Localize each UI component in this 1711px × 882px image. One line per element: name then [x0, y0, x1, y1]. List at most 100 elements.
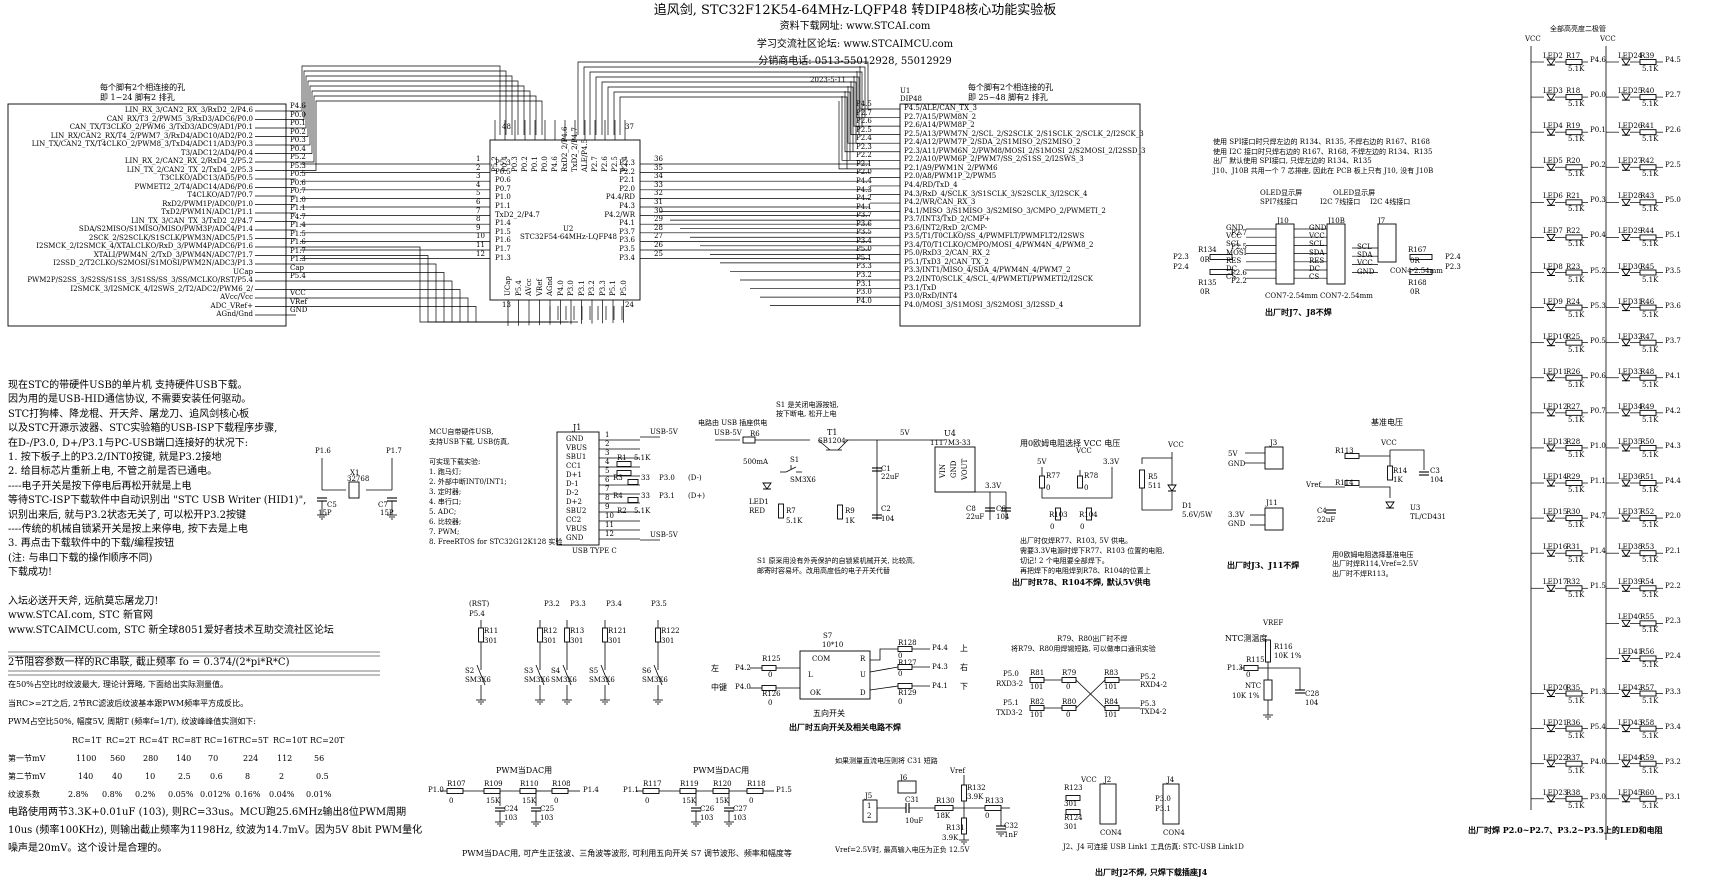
usb-note-line: 入坛必送开天斧, 远航莫忘屠龙刀! — [8, 596, 159, 607]
diode-symbol — [1546, 479, 1556, 487]
i2c-pin: SCL — [1309, 240, 1324, 249]
ic-right-num: 29 — [654, 215, 663, 224]
reg-pin: GND — [950, 460, 958, 478]
net-label: 5V — [900, 429, 910, 437]
net-label: USB-5V — [650, 531, 678, 539]
reg-pin: VIN — [939, 464, 947, 478]
ref: C27 — [733, 805, 748, 813]
rc-cell: 0.2% — [135, 790, 156, 799]
left-pin-label: AGnd/Gnd — [216, 310, 253, 318]
oled-bold: 出厂时J7、J8不焊 — [1265, 307, 1332, 317]
wire — [476, 664, 486, 686]
value: 103 — [504, 814, 518, 822]
net-label: GND — [1228, 520, 1246, 528]
value: 3.9K — [942, 834, 959, 842]
net-label: P2.6 — [1231, 269, 1247, 277]
value: 10uF — [905, 817, 924, 825]
right-pin-label: P2.4/A12/PWM7P_2/SDA_2/S1MISO_2/S2MISO_2 — [904, 138, 1081, 147]
ref: C7 — [378, 501, 388, 509]
right-net-label: P2.1 — [856, 159, 872, 168]
wire — [850, 81, 870, 135]
led-net: P5.4 — [1590, 722, 1606, 731]
res-value: 5.1K — [1642, 170, 1659, 179]
res-ref: R50 — [1640, 437, 1655, 446]
right-pin-label: P5.1/TxD3_2/CAN_TX_2 — [904, 257, 989, 266]
wire — [870, 648, 898, 661]
led-ref: LED38 — [1618, 543, 1643, 552]
led-net: P5.0 — [1665, 196, 1681, 205]
rc-line4: 电路使用两节3.3K+0.01uF (103), 则RC=33us。MCU跑25… — [8, 807, 407, 818]
right-pin-label: P2.2/A10/PWM6P_2/PWM7/SS_2/S1SS_2/I2SWS_… — [904, 155, 1084, 164]
ref: S4 — [551, 667, 561, 675]
net-label: P5.0 — [1003, 670, 1019, 678]
spi-pin: SCL — [1226, 240, 1241, 249]
rc-header: RC=1T — [72, 736, 102, 745]
right-pin-label: P3.2/INT0/SCLK_4/SCL_4/PWMETI/PWMETI2/I2… — [904, 275, 1094, 283]
power-note: S1 原采用没有外壳保护的自锁紧机械开关, 比较高, — [757, 557, 916, 565]
signal: (D-) — [688, 474, 702, 482]
value: 10K 1% — [1274, 652, 1302, 660]
usb-pin: CC1 — [566, 462, 582, 470]
led-ref: LED7 — [1543, 227, 1563, 236]
ic-bottom-pin: P3.2 — [588, 280, 596, 296]
net-label: 5V — [1228, 450, 1238, 458]
res-ref: R49 — [1640, 402, 1655, 411]
diode-symbol — [1621, 619, 1631, 628]
led-net: P1.4 — [1590, 547, 1606, 556]
value: 5.1K — [634, 507, 651, 515]
ic-left-num: 1 — [476, 155, 481, 163]
left-pin-label: XTALI/PWM4N_2/TxD_3/PWM4N/ADC7/P1.7 — [93, 250, 253, 259]
value: 22uF — [881, 473, 900, 481]
left-pin-label: LIN_RX_2/CAN2_RX_2/RxD4_2/P5.2 — [124, 157, 253, 165]
ref: U4 — [944, 429, 956, 438]
header — [1264, 507, 1284, 531]
rc-row-label: 第一节mV — [8, 754, 46, 763]
led-net: P3.4 — [1665, 722, 1681, 731]
left-pin-label: UCap — [233, 267, 253, 276]
value: 1nF — [1004, 831, 1018, 839]
wire — [869, 666, 899, 673]
ref: J4 — [1167, 776, 1175, 784]
resistor — [1639, 374, 1657, 381]
wire — [296, 85, 525, 146]
value: 15K — [682, 797, 697, 805]
diode-symbol — [1621, 233, 1631, 242]
ic-right-num: 28 — [654, 223, 663, 232]
led-net: P2.4 — [1665, 652, 1681, 661]
rc-cell: 56 — [314, 754, 325, 763]
rc-line3: PWM占空比50%, 幅度5V, 周期T (频率f=1/T), 纹波峰峰值实测如… — [8, 717, 256, 726]
value: 511 — [1148, 482, 1162, 490]
wire — [856, 71, 870, 118]
ic-right-num: 25 — [654, 249, 663, 258]
led-net: P2.0 — [1665, 512, 1681, 521]
wire — [296, 100, 543, 171]
net-label: 3.3V — [1228, 511, 1245, 519]
led-net: P4.3 — [1665, 441, 1681, 450]
diode-symbol — [1546, 549, 1556, 557]
led-ref: LED34 — [1618, 402, 1643, 411]
resistor — [1639, 585, 1657, 592]
sw-pin: OK — [810, 689, 821, 697]
ic-pin-num: 13 — [502, 301, 511, 309]
res-value: 5.1K — [1568, 591, 1585, 600]
ref: R128 — [898, 639, 917, 647]
right-net-label: P3.5 — [856, 228, 872, 237]
usb-note: MCU自带硬件USB, — [429, 428, 494, 436]
res-ref: R55 — [1640, 613, 1655, 622]
resistor — [984, 805, 1002, 811]
resistor — [1639, 164, 1657, 171]
diode-symbol — [1621, 584, 1631, 593]
cap-title: 如果测量直流电压则将 C31 短路 — [835, 757, 938, 765]
wire — [296, 255, 518, 323]
usb-pin: VBUS — [566, 525, 587, 533]
res-value: 5.1K — [1568, 801, 1585, 810]
ic-right-pin: P4.2/WR — [604, 210, 635, 219]
rc-cell: 140 — [78, 772, 94, 781]
spi-pin: RES — [1226, 256, 1242, 265]
res-value: 5.1K — [1642, 801, 1659, 810]
resistor — [1639, 690, 1657, 697]
usb-pin-num: 4 — [605, 458, 610, 466]
value: 18K — [936, 812, 951, 820]
ref: R118 — [747, 780, 766, 788]
i2c4-pin: VCC — [1357, 259, 1373, 268]
